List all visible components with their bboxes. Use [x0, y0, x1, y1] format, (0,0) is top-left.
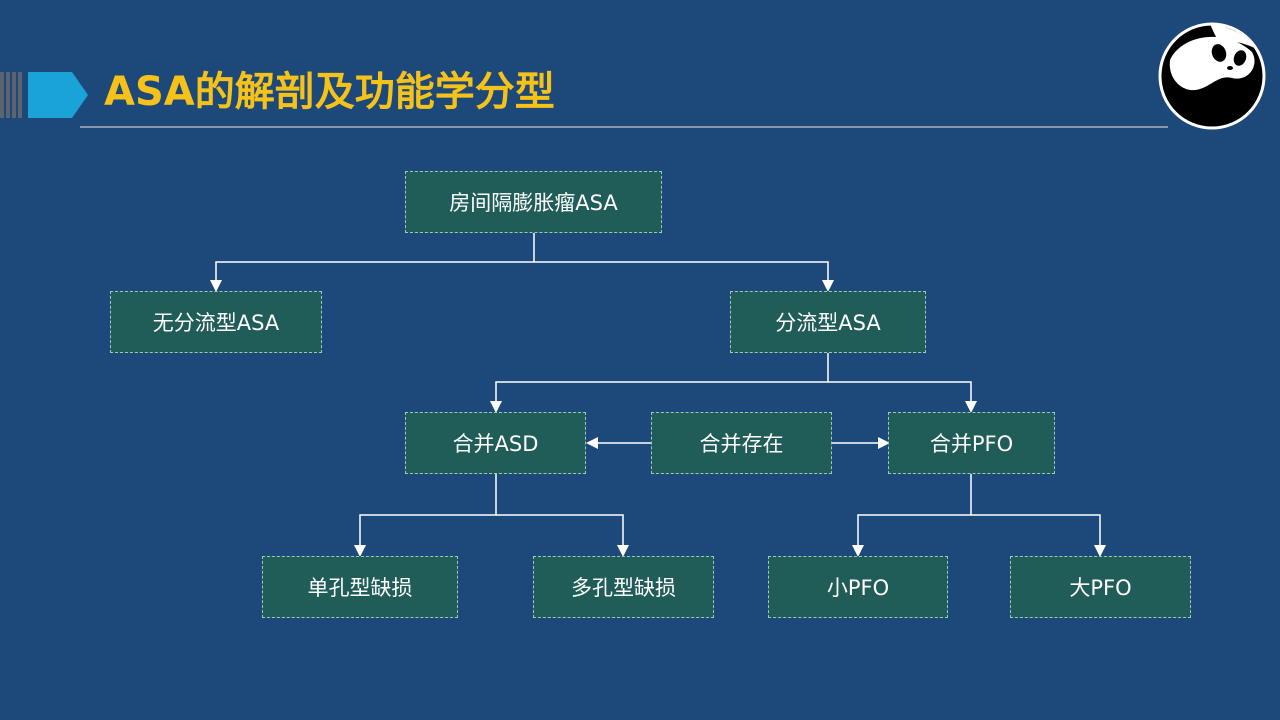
node-large-pfo: 大PFO	[1010, 556, 1191, 618]
node-small-pfo: 小PFO	[768, 556, 948, 618]
edge-shunt-to-combined-asd	[490, 353, 829, 413]
node-combined-pfo: 合并PFO	[888, 412, 1055, 474]
node-single-hole-defect: 单孔型缺损	[262, 556, 458, 618]
node-root-asa: 房间隔膨胀瘤ASA	[405, 171, 662, 233]
edge-shunt-to-combined-pfo	[828, 381, 977, 413]
header-bars	[0, 72, 26, 118]
edge-asd-to-single-hole	[354, 474, 497, 557]
node-no-shunt-asa: 无分流型ASA	[110, 291, 322, 353]
header-arrow-icon	[28, 72, 88, 118]
node-multi-hole-defect: 多孔型缺损	[533, 556, 714, 618]
edge-root-to-shunt	[534, 261, 834, 292]
title-divider	[80, 126, 1168, 128]
edge-root-to-no-shunt	[210, 232, 535, 292]
node-combined-both: 合并存在	[651, 412, 832, 474]
edges	[210, 232, 1106, 557]
node-shunt-asa: 分流型ASA	[730, 291, 926, 353]
slide-title: ASA的解剖及功能学分型	[104, 69, 555, 115]
panda-yin-yang-logo-icon	[1158, 22, 1266, 130]
node-combined-asd: 合并ASD	[405, 412, 586, 474]
edge-pfo-to-large	[971, 514, 1106, 557]
edge-asd-to-multi-hole	[496, 514, 629, 557]
edge-pfo-to-small	[852, 474, 972, 557]
